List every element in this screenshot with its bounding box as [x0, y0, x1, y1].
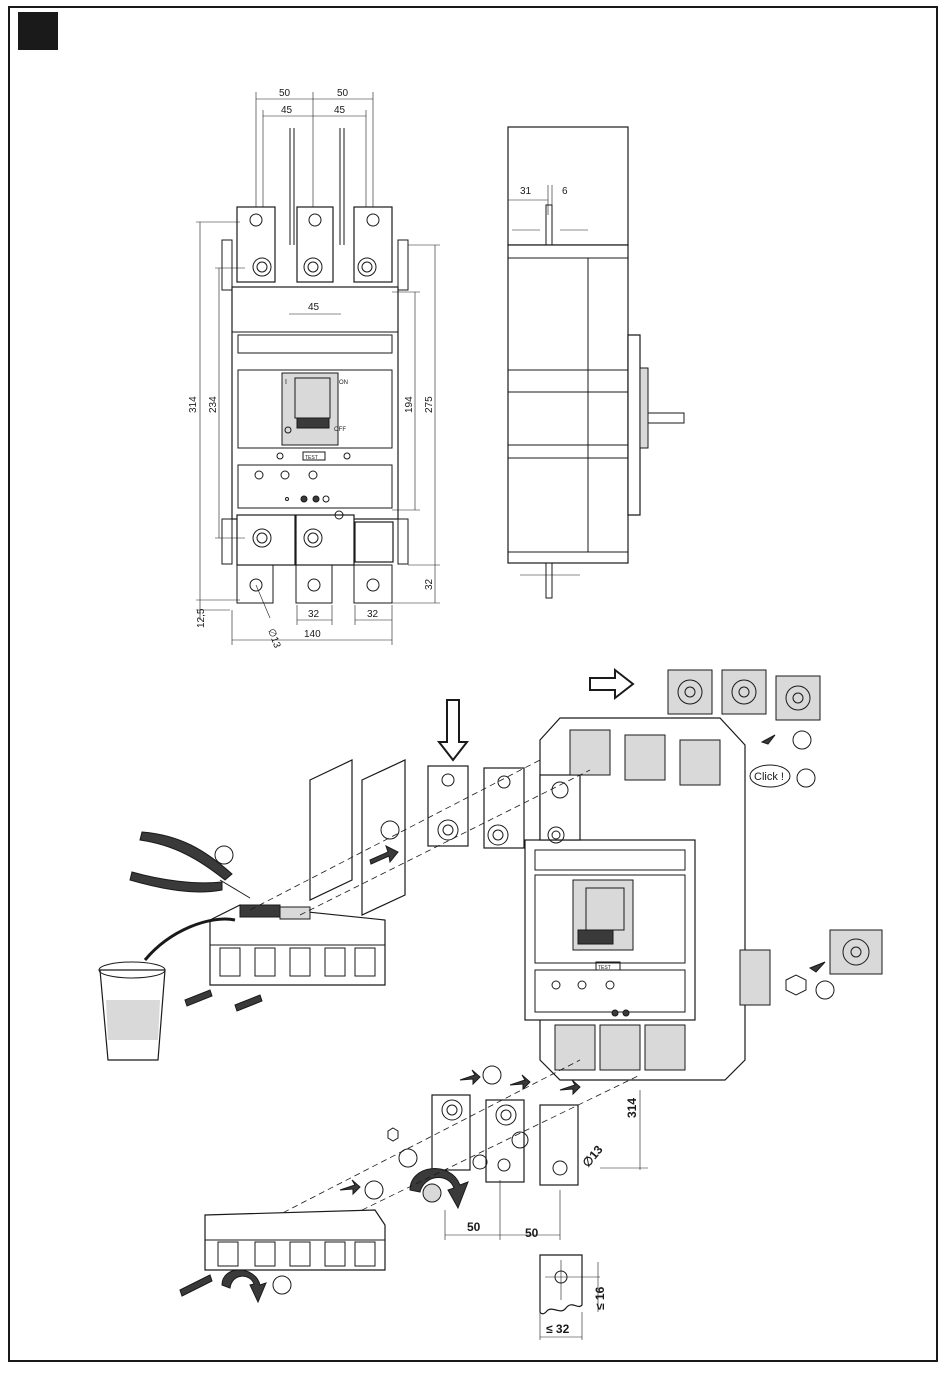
- push-arrow-icon: [340, 1180, 360, 1194]
- busbar: [432, 1095, 470, 1170]
- dim-top-3: 45: [281, 105, 293, 116]
- screw-icon: [235, 995, 262, 1011]
- busbar-edge-dim: ≤ 16: [593, 1286, 607, 1310]
- screw-icon: [180, 1275, 212, 1296]
- switch-off-label: OFF: [334, 427, 346, 433]
- click-label: Click !: [754, 771, 784, 783]
- push-arrow-icon: [460, 1070, 480, 1084]
- dim-left-12-5: 12,5: [196, 608, 207, 628]
- step-circle: [816, 981, 834, 999]
- side-dim-31: 31: [520, 186, 532, 197]
- assembly-dim-50a: 50: [467, 1220, 481, 1234]
- nut-icon: [786, 975, 806, 995]
- phase-barrier: [362, 760, 405, 915]
- dim-right-275: 275: [424, 396, 435, 413]
- dim-inner-45: 45: [308, 302, 320, 313]
- assembly-view: Click ! TEST: [99, 670, 882, 1340]
- test-button-label-3d: TEST: [598, 965, 611, 971]
- hole-dim-front: ∅13: [265, 627, 282, 650]
- hex-icon: [388, 1128, 398, 1141]
- pliers-icon: [130, 832, 250, 898]
- step-circle: [273, 1276, 291, 1294]
- step-circle: [793, 731, 811, 749]
- test-button-label: TEST: [305, 455, 318, 461]
- waste-cup-icon: [99, 962, 165, 1060]
- side-view: 31 6: [508, 127, 684, 598]
- step-circle: [797, 769, 815, 787]
- busbar: [540, 1105, 578, 1185]
- assembly-dim-50b: 50: [525, 1226, 539, 1240]
- dim-top-4: 45: [334, 105, 346, 116]
- dim-top-1: 50: [279, 88, 291, 99]
- dim-bottom-32b: 32: [367, 609, 379, 620]
- busbar: [486, 1100, 524, 1182]
- right-arrow-icon: [590, 670, 633, 698]
- rotate-arrow-icon: [222, 1270, 266, 1302]
- dim-bottom-32a: 32: [308, 609, 320, 620]
- terminal-block-side: [830, 930, 882, 974]
- dim-left-234: 234: [208, 396, 219, 413]
- front-view: 50 50 45 45 ON OFF I TEST: [188, 88, 440, 650]
- push-arrow-icon: [810, 962, 825, 972]
- assembly-dim-314: 314: [625, 1098, 639, 1118]
- dim-bottom-140: 140: [304, 629, 321, 640]
- breaker-3d: TEST: [525, 718, 770, 1080]
- terminal-block-top: [668, 670, 820, 720]
- side-dim-6: 6: [562, 186, 568, 197]
- dim-left-314: 314: [188, 396, 199, 413]
- screw-icon: [185, 990, 212, 1006]
- down-arrow-icon: [439, 700, 467, 760]
- terminal-cover-bottom: [205, 1210, 385, 1270]
- dim-right-32: 32: [424, 578, 435, 590]
- terminal-cover-top: [210, 905, 385, 985]
- push-arrow-icon: [560, 1080, 580, 1094]
- step-circle: [483, 1066, 501, 1084]
- switch-i-label: I: [285, 379, 287, 386]
- busbar: [484, 768, 524, 848]
- dim-right-194: 194: [404, 396, 415, 413]
- busbar-width-dim: ≤ 32: [546, 1322, 570, 1336]
- assembly-hole-dim: ∅13: [580, 1142, 606, 1169]
- dim-top-2: 50: [337, 88, 349, 99]
- step-circle: [365, 1181, 383, 1199]
- busbar-detail: ≤ 16 ≤ 32: [540, 1255, 607, 1340]
- switch-on-label: ON: [339, 380, 348, 386]
- push-arrow-icon: [762, 735, 775, 744]
- phase-barrier: [310, 760, 352, 900]
